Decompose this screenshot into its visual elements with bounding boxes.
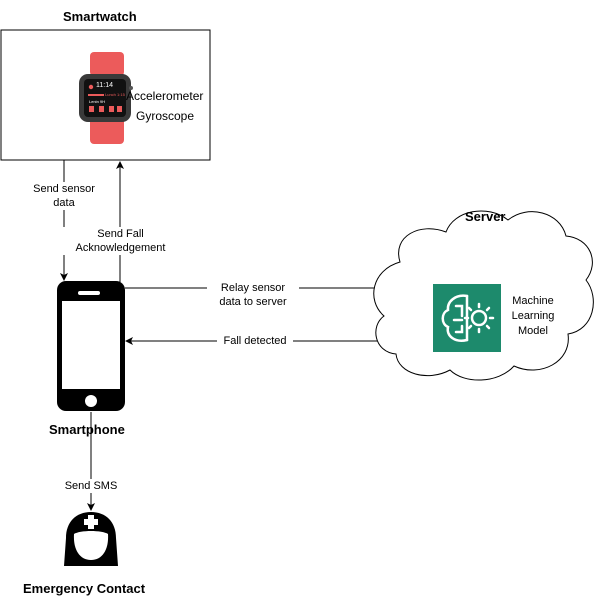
edge-label-line: data [53,197,75,209]
smartwatch-title: Smartwatch [63,9,137,24]
watch-screen-line: Lenin 9H [89,99,106,104]
edge-label-line: data to server [219,296,287,308]
smartphone-icon [57,281,125,411]
edge-label-line: Acknowledgement [75,242,166,254]
emergency-contact-title: Emergency Contact [23,581,146,596]
edge-label-line: Send sensor [33,183,95,195]
edge-label-line: Send Fall [97,228,144,240]
edge-label-fall-detected: Fall detected [217,334,293,348]
edge-label-send-sensor: Send sensor data [24,182,104,210]
watch-screen-time: 11:14 [96,82,113,89]
server-title: Server [465,209,506,224]
ml-model-line: Model [518,325,548,337]
ml-model-line: Learning [511,310,555,322]
edge-label-ack: Send Fall Acknowledgement [63,227,178,255]
edge-label-relay: Relay sensor data to server [207,281,299,309]
watch-screen-line: Lunch 1:15 [105,92,125,97]
sensor-accelerometer-label: Accelerometer [126,89,204,103]
nurse-icon [64,512,118,566]
edge-label-send-sms: Send SMS [63,479,119,493]
ml-model-label: Machine Learning Model [505,294,561,339]
smartwatch-icon [79,52,133,144]
machine-learning-icon [433,284,501,352]
ml-model-line: Machine [512,295,554,307]
edge-label-line: Relay sensor [220,282,286,294]
smartphone-title: Smartphone [49,422,125,437]
sensor-gyroscope-label: Gyroscope [136,109,195,123]
